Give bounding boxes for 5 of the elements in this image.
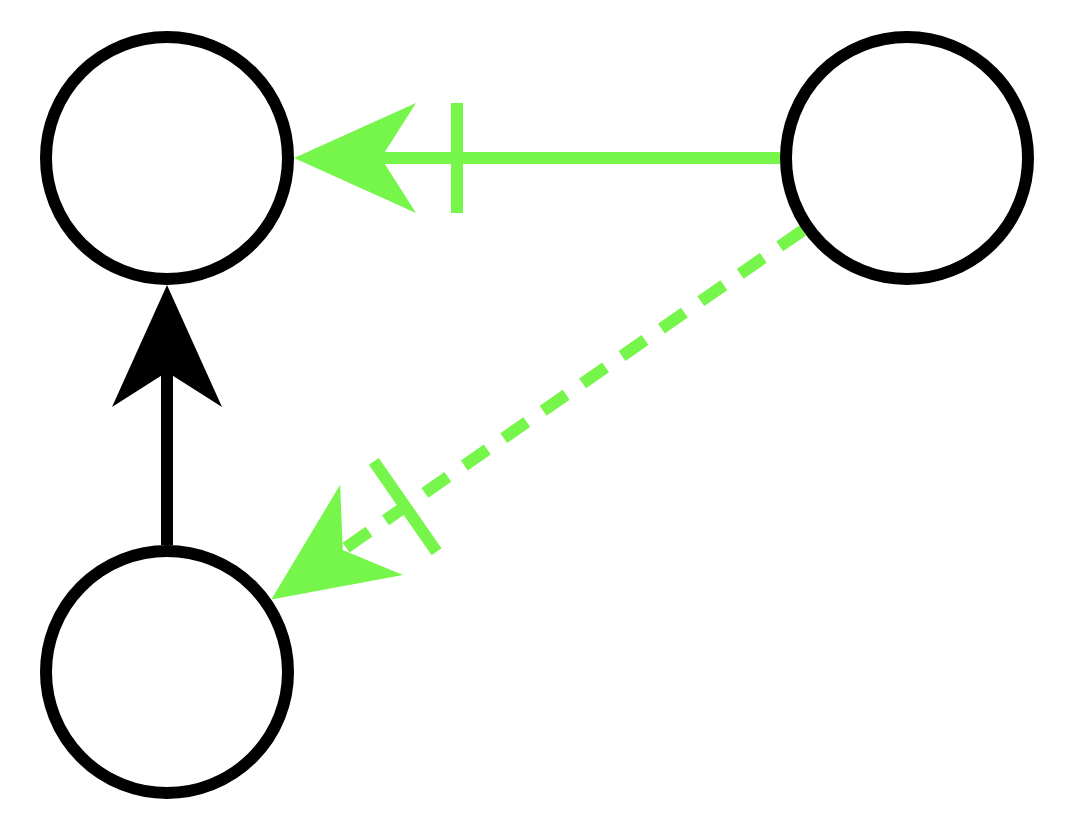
circle-node	[40, 31, 294, 285]
arrow	[112, 285, 222, 545]
arrow	[294, 103, 780, 213]
circle-node	[780, 31, 1034, 285]
circle-node	[40, 545, 294, 799]
